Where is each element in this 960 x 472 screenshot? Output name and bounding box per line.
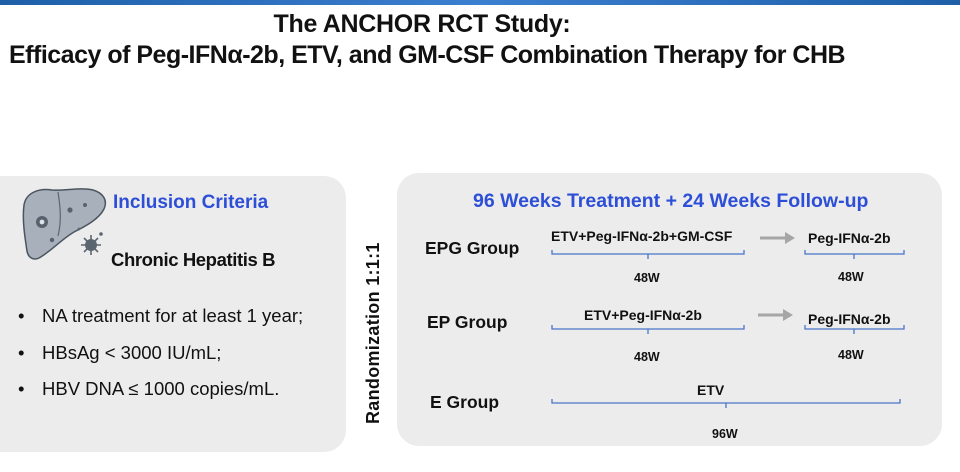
title-line-2: Efficacy of Peg-IFNα-2b, ETV, and GM-CSF… bbox=[9, 41, 846, 69]
top-accent-bar bbox=[0, 0, 960, 5]
epg-phase2-drug: Peg-IFNα-2b bbox=[808, 230, 891, 246]
inclusion-heading: Inclusion Criteria bbox=[113, 192, 269, 213]
ep-phase1-drug: ETV+Peg-IFNα-2b bbox=[584, 307, 702, 323]
bracket-epg-phase1 bbox=[551, 250, 745, 259]
disease-label: Chronic Hepatitis B bbox=[111, 249, 276, 270]
epg-phase2-duration: 48W bbox=[838, 270, 864, 284]
bracket-e-phase1 bbox=[551, 399, 901, 408]
group-label-epg: EPG Group bbox=[425, 238, 520, 258]
ep-phase1-duration: 48W bbox=[634, 350, 660, 364]
ep-phase2-duration: 48W bbox=[838, 348, 864, 362]
criterion-item: •HBV DNA ≤ 1000 copies/mL. bbox=[18, 378, 280, 399]
arrow-epg bbox=[760, 232, 795, 244]
group-label-ep: EP Group bbox=[427, 312, 508, 332]
criterion-item: •HBsAg < 3000 IU/mL; bbox=[18, 342, 222, 363]
bracket-epg-phase2 bbox=[804, 250, 905, 259]
virus-icon bbox=[77, 227, 103, 255]
bracket-ep-phase1 bbox=[551, 325, 745, 334]
epg-phase1-drug: ETV+Peg-IFNα-2b+GM-CSF bbox=[551, 228, 733, 244]
epg-phase1-duration: 48W bbox=[634, 271, 660, 285]
title-line-1: The ANCHOR RCT Study: bbox=[273, 10, 571, 38]
arrow-ep bbox=[758, 309, 793, 321]
treatment-panel bbox=[397, 173, 942, 446]
treatment-heading: 96 Weeks Treatment + 24 Weeks Follow-up bbox=[473, 190, 869, 212]
liver-icon bbox=[22, 188, 107, 260]
bracket-ep-phase2 bbox=[804, 325, 905, 334]
criterion-item: •NA treatment for at least 1 year; bbox=[18, 305, 304, 326]
e-phase1-duration: 96W bbox=[712, 427, 738, 441]
ep-phase2-drug: Peg-IFNα-2b bbox=[808, 311, 891, 327]
e-phase1-drug: ETV bbox=[697, 382, 725, 398]
group-label-e: E Group bbox=[430, 392, 500, 412]
